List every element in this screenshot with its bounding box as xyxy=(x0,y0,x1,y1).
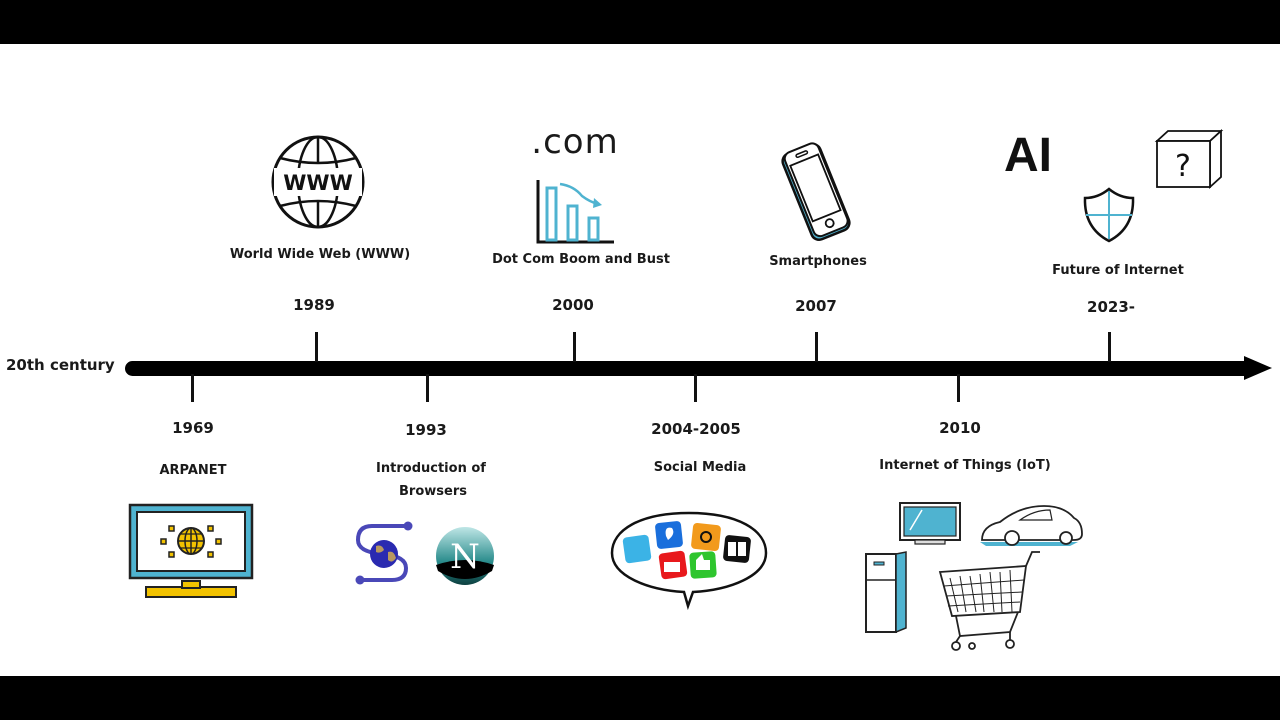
event-label: Smartphones xyxy=(769,254,867,269)
monitor-globe-icon xyxy=(128,503,254,598)
tick-2007 xyxy=(815,332,818,362)
fridge-icon xyxy=(865,551,907,634)
mystery-cube-icon: ? xyxy=(1154,129,1224,190)
ai-text: AI xyxy=(1004,129,1052,182)
tick-1969 xyxy=(191,374,194,402)
event-label-line1: Introduction of xyxy=(376,461,486,476)
dotcom-text: .com xyxy=(531,122,619,162)
social-media-bubble-icon xyxy=(610,511,768,610)
event-label: World Wide Web (WWW) xyxy=(229,247,411,262)
dotcom-chart-icon xyxy=(536,180,614,244)
event-year: 2004-2005 xyxy=(651,420,741,438)
timeline-arrowhead-icon xyxy=(1244,356,1272,380)
event-year: 2010 xyxy=(939,419,981,437)
tick-2023 xyxy=(1108,332,1111,362)
event-label: Social Media xyxy=(653,460,747,475)
svg-text:N: N xyxy=(450,537,480,577)
mosaic-browser-logo-icon xyxy=(355,521,413,585)
timeline-start-label: 20th century xyxy=(6,356,115,374)
shield-icon xyxy=(1083,187,1135,243)
event-year: 2007 xyxy=(795,297,837,315)
event-year: 1993 xyxy=(405,421,447,439)
svg-text:WWW: WWW xyxy=(283,171,353,195)
www-globe-icon: WWW xyxy=(271,135,365,229)
tick-1989 xyxy=(315,332,318,362)
tick-1993 xyxy=(426,374,429,402)
event-label: Future of Internet xyxy=(1052,263,1184,278)
event-year: 2023- xyxy=(1087,298,1135,316)
iot-devices-icon xyxy=(865,502,1083,651)
event-label: Dot Com Boom and Bust xyxy=(492,252,670,267)
netscape-browser-logo-icon: N xyxy=(436,527,494,585)
event-year: 1989 xyxy=(293,296,335,314)
event-label: Internet of Things (IoT) xyxy=(879,458,1051,473)
tick-2000 xyxy=(573,332,576,362)
smartphone-icon xyxy=(781,142,851,241)
event-label: ARPANET xyxy=(159,463,227,478)
tv-icon xyxy=(899,502,961,545)
tick-2004 xyxy=(694,374,697,402)
car-icon xyxy=(980,505,1083,546)
tick-2010 xyxy=(957,374,960,402)
event-label-line2: Browsers xyxy=(399,484,467,499)
timeline-axis xyxy=(125,361,1247,376)
timeline-canvas: 20th century WWW World Wide Web (WWW) 19… xyxy=(0,44,1280,676)
svg-text:?: ? xyxy=(1175,149,1191,184)
event-year: 1969 xyxy=(172,419,214,437)
shopping-cart-icon xyxy=(938,551,1040,651)
event-year: 2000 xyxy=(552,296,594,314)
